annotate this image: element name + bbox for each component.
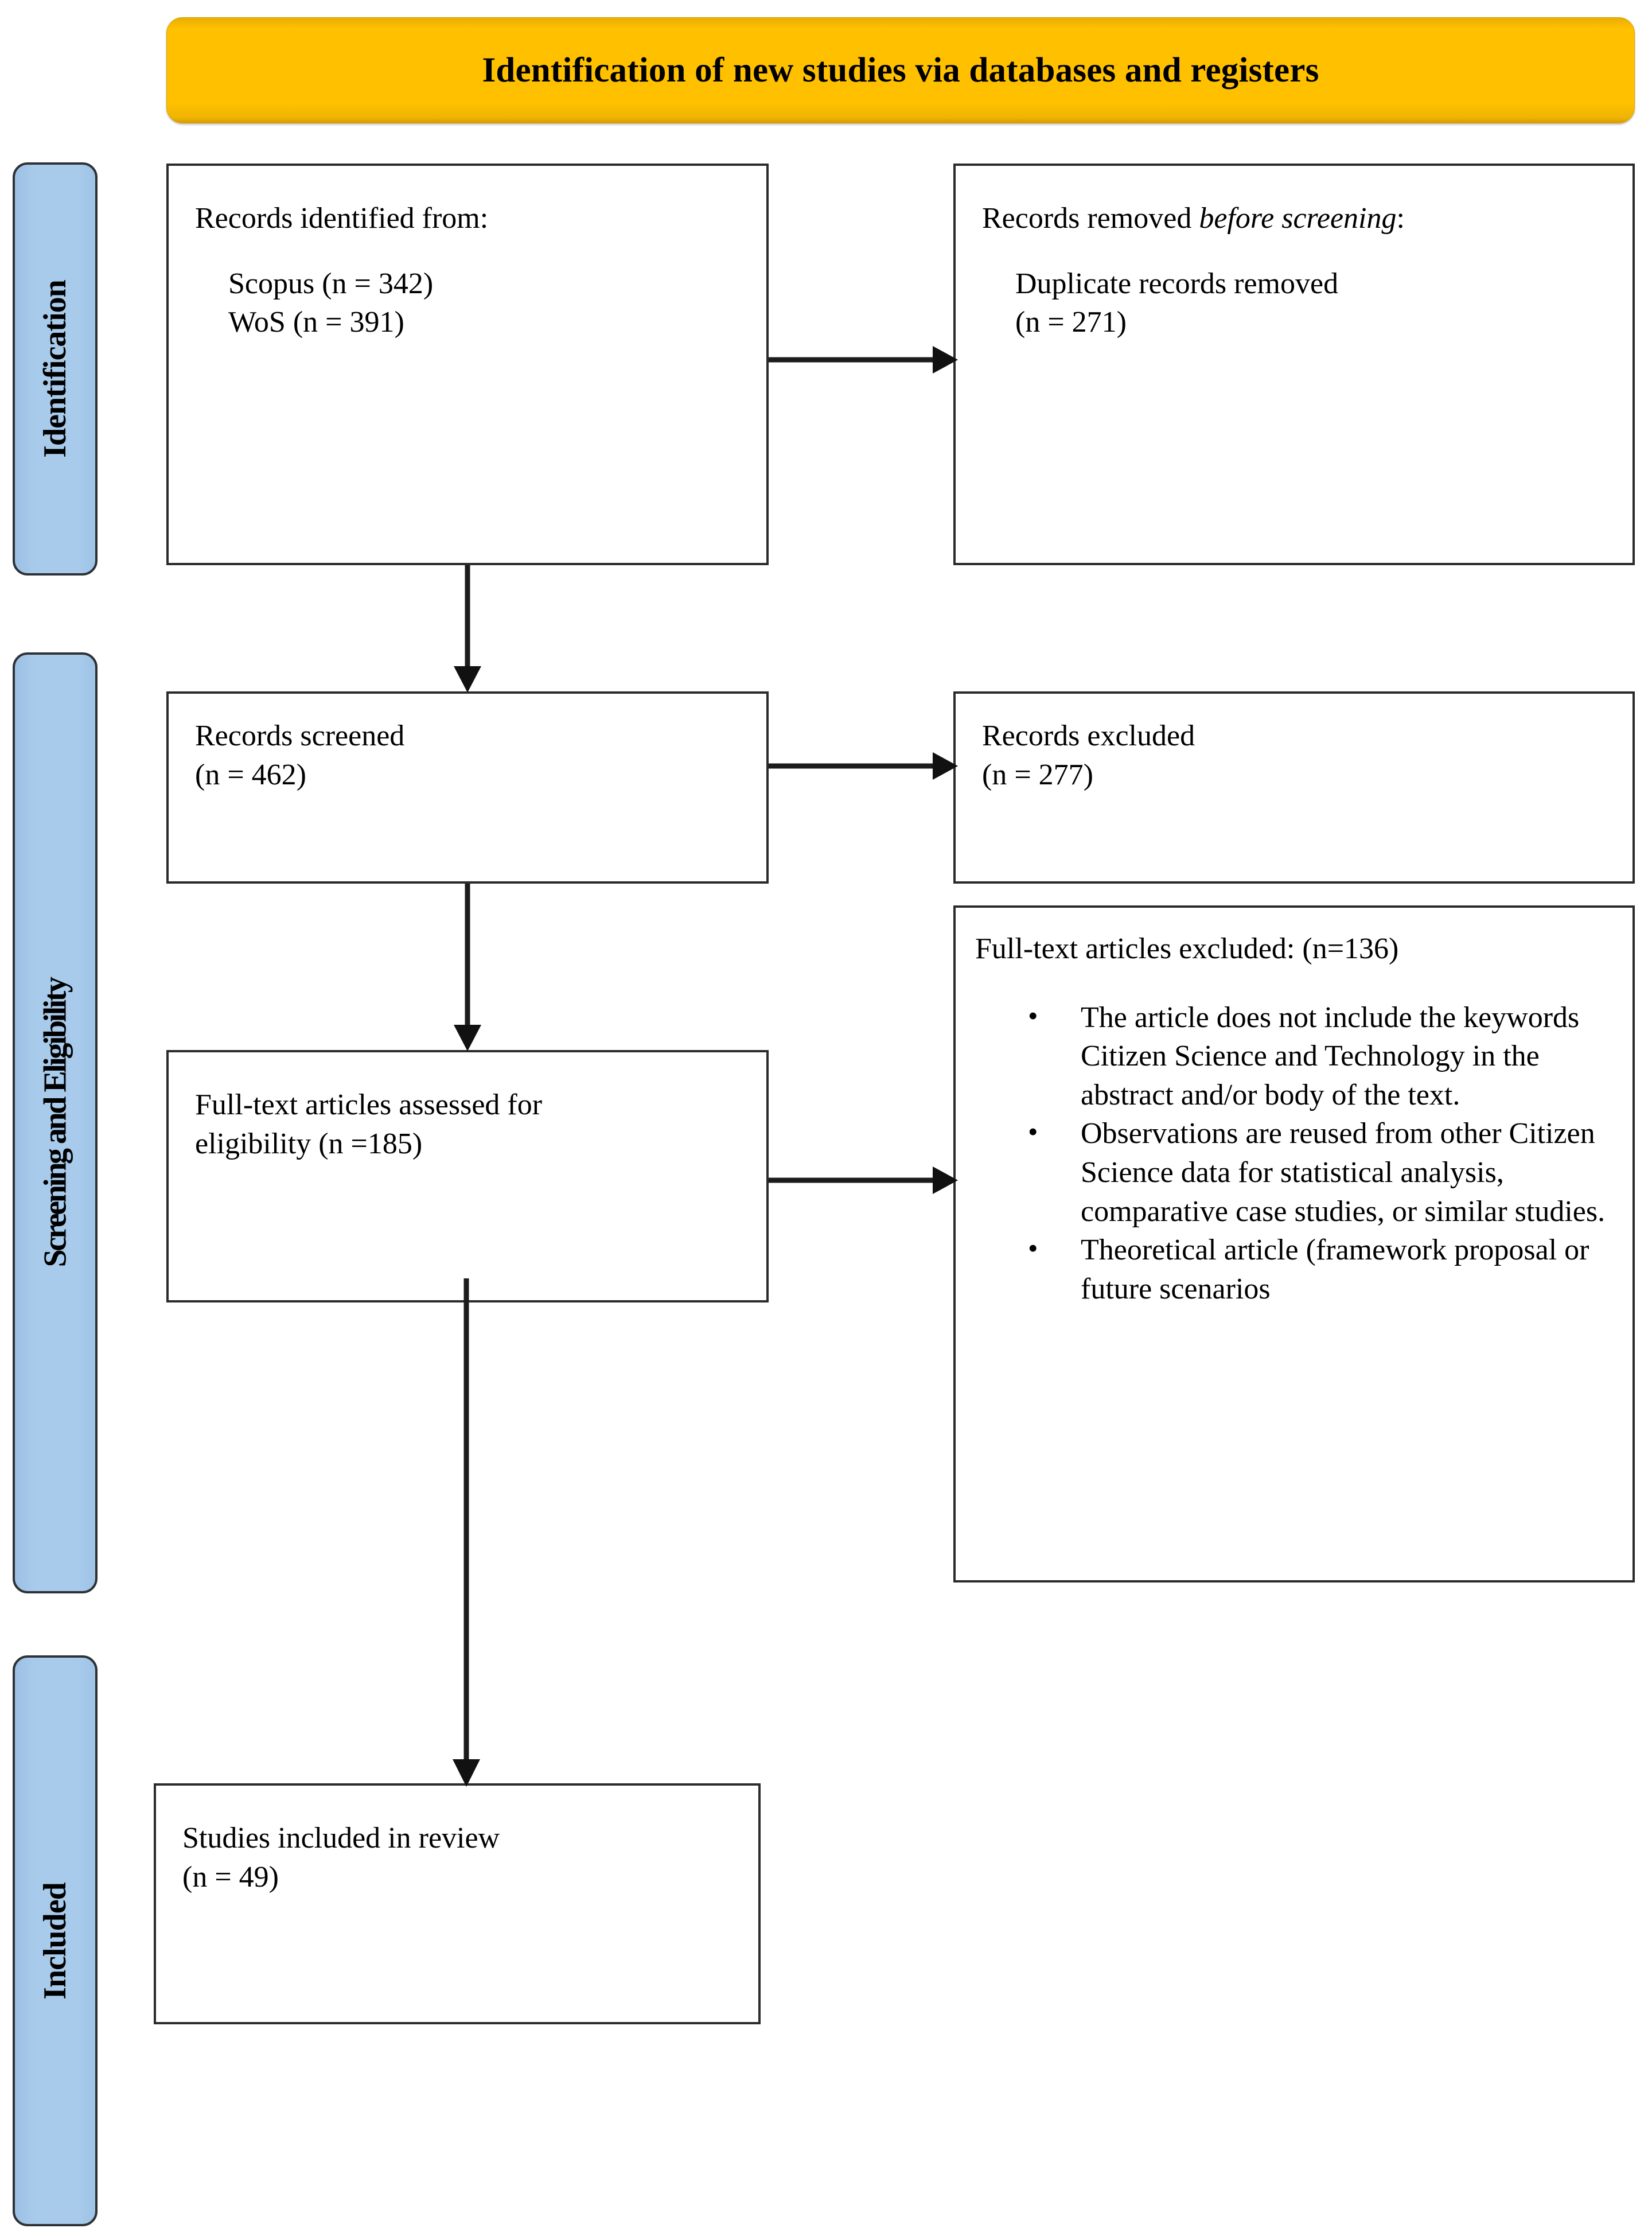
box-records-excluded: Records excluded (n = 277)	[953, 691, 1635, 884]
stage-label-identification: Identification	[37, 280, 73, 458]
records-removed-heading-suffix: :	[1396, 202, 1405, 235]
records-removed-duplicates-label: Duplicate records removed	[1015, 267, 1339, 300]
records-screened-label: Records screened	[195, 720, 405, 752]
box-studies-included: Studies included in review (n = 49)	[154, 1783, 761, 2024]
stage-tab-included: Included	[13, 1655, 98, 2226]
fulltext-assessed-label: Full-text articles assessed for	[195, 1088, 543, 1121]
records-excluded-label: Records excluded	[982, 720, 1195, 752]
fulltext-excluded-reason-list: The article does not include the keyword…	[975, 997, 1613, 1309]
box-fulltext-assessed: Full-text articles assessed for eligibil…	[166, 1050, 769, 1302]
records-screened-count: (n = 462)	[195, 758, 306, 791]
connector-screened-to-excluded	[769, 751, 958, 781]
box-records-identified: Records identified from: Scopus (n = 342…	[166, 164, 769, 565]
list-item: Theoretical article (framework proposal …	[1028, 1230, 1613, 1308]
records-identified-heading: Records identified from:	[195, 202, 489, 235]
connector-fulltext-to-included	[451, 1278, 482, 1787]
records-identified-source-wos: WoS (n = 391)	[228, 306, 404, 339]
stage-tab-screening-eligibility: Screening and Eligibility	[13, 652, 98, 1593]
stage-tab-identification: Identification	[13, 162, 98, 576]
connector-identified-to-removed	[769, 344, 958, 375]
records-excluded-count: (n = 277)	[982, 758, 1093, 791]
list-item: The article does not include the keyword…	[1028, 997, 1613, 1115]
stage-label-included: Included	[37, 1882, 73, 2000]
box-records-removed: Records removed before screening: Duplic…	[953, 164, 1635, 565]
page-title: Identification of new studies via databa…	[482, 50, 1319, 90]
records-identified-source-scopus: Scopus (n = 342)	[228, 267, 434, 300]
connector-identified-to-screened	[452, 565, 483, 693]
box-records-screened: Records screened (n = 462)	[166, 691, 769, 884]
records-removed-heading-italic: before screening	[1199, 202, 1397, 235]
fulltext-assessed-count: eligibility (n =185)	[195, 1127, 423, 1160]
box-fulltext-excluded: Full-text articles excluded: (n=136) The…	[953, 905, 1635, 1582]
records-removed-heading-prefix: Records removed	[982, 202, 1199, 235]
records-removed-duplicates-count: (n = 271)	[1015, 306, 1127, 339]
stage-label-screening-eligibility: Screening and Eligibility	[37, 978, 73, 1267]
connector-fulltext-to-excluded	[769, 1165, 958, 1196]
studies-included-count: (n = 49)	[182, 1860, 279, 1893]
records-removed-heading: Records removed before screening:	[982, 199, 1606, 238]
connector-screened-to-fulltext	[452, 884, 483, 1051]
studies-included-label: Studies included in review	[182, 1822, 500, 1854]
list-item: Observations are reused from other Citiz…	[1028, 1113, 1613, 1231]
header-banner: Identification of new studies via databa…	[166, 17, 1635, 123]
fulltext-excluded-heading: Full-text articles excluded: (n=136)	[975, 932, 1399, 965]
